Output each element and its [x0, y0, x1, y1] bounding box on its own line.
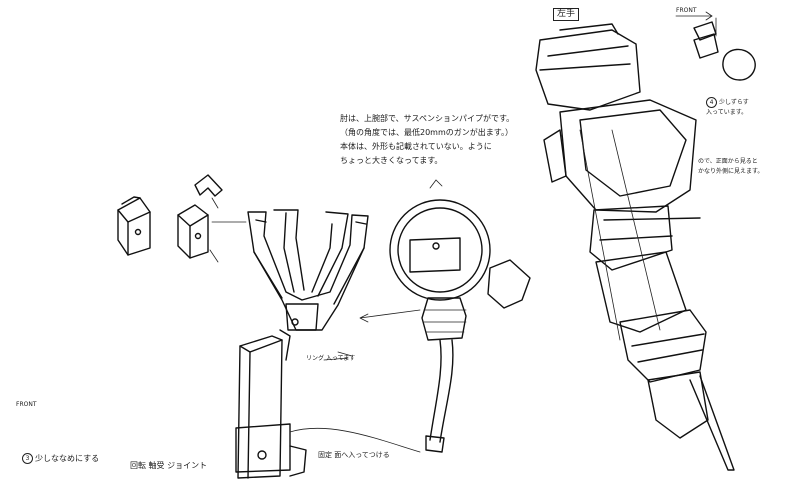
bottom-annotation-2: 回転 軸受 ジョイント [130, 461, 208, 470]
bottom-annotation-3: 固定 面へ入ってつける [318, 451, 390, 459]
mid-annotation: リング 入ってます [306, 355, 356, 362]
bracket-sketch-1 [117, 196, 151, 256]
right-annotation-2: ので、正面から見ると かなり外側に見えます。 [698, 158, 764, 175]
right-annotation-1-text: 少しずらす 入っています。 [706, 99, 749, 116]
bracket-sketch-2 [177, 174, 223, 263]
forearm-sketch [535, 23, 735, 471]
front-label-left: FRONT [16, 401, 37, 408]
main-annotation: 肘は、上腕部で、サスペンションパイプがです。 （角の角度では、最低20mmのガン… [340, 114, 515, 165]
front-label-top: FRONT [676, 7, 697, 14]
bottom-annotation-1-text: 少しななめにする [35, 454, 100, 463]
small-view-sketch [675, 11, 756, 81]
arm-bar-sketch [235, 329, 421, 479]
number-marker-4: 4 [706, 97, 717, 108]
hand-frame-sketch [211, 209, 369, 331]
motor-unit-sketch [323, 179, 531, 453]
number-marker-3: 3 [22, 453, 33, 464]
left-hand-tag: 左手 [553, 8, 580, 21]
